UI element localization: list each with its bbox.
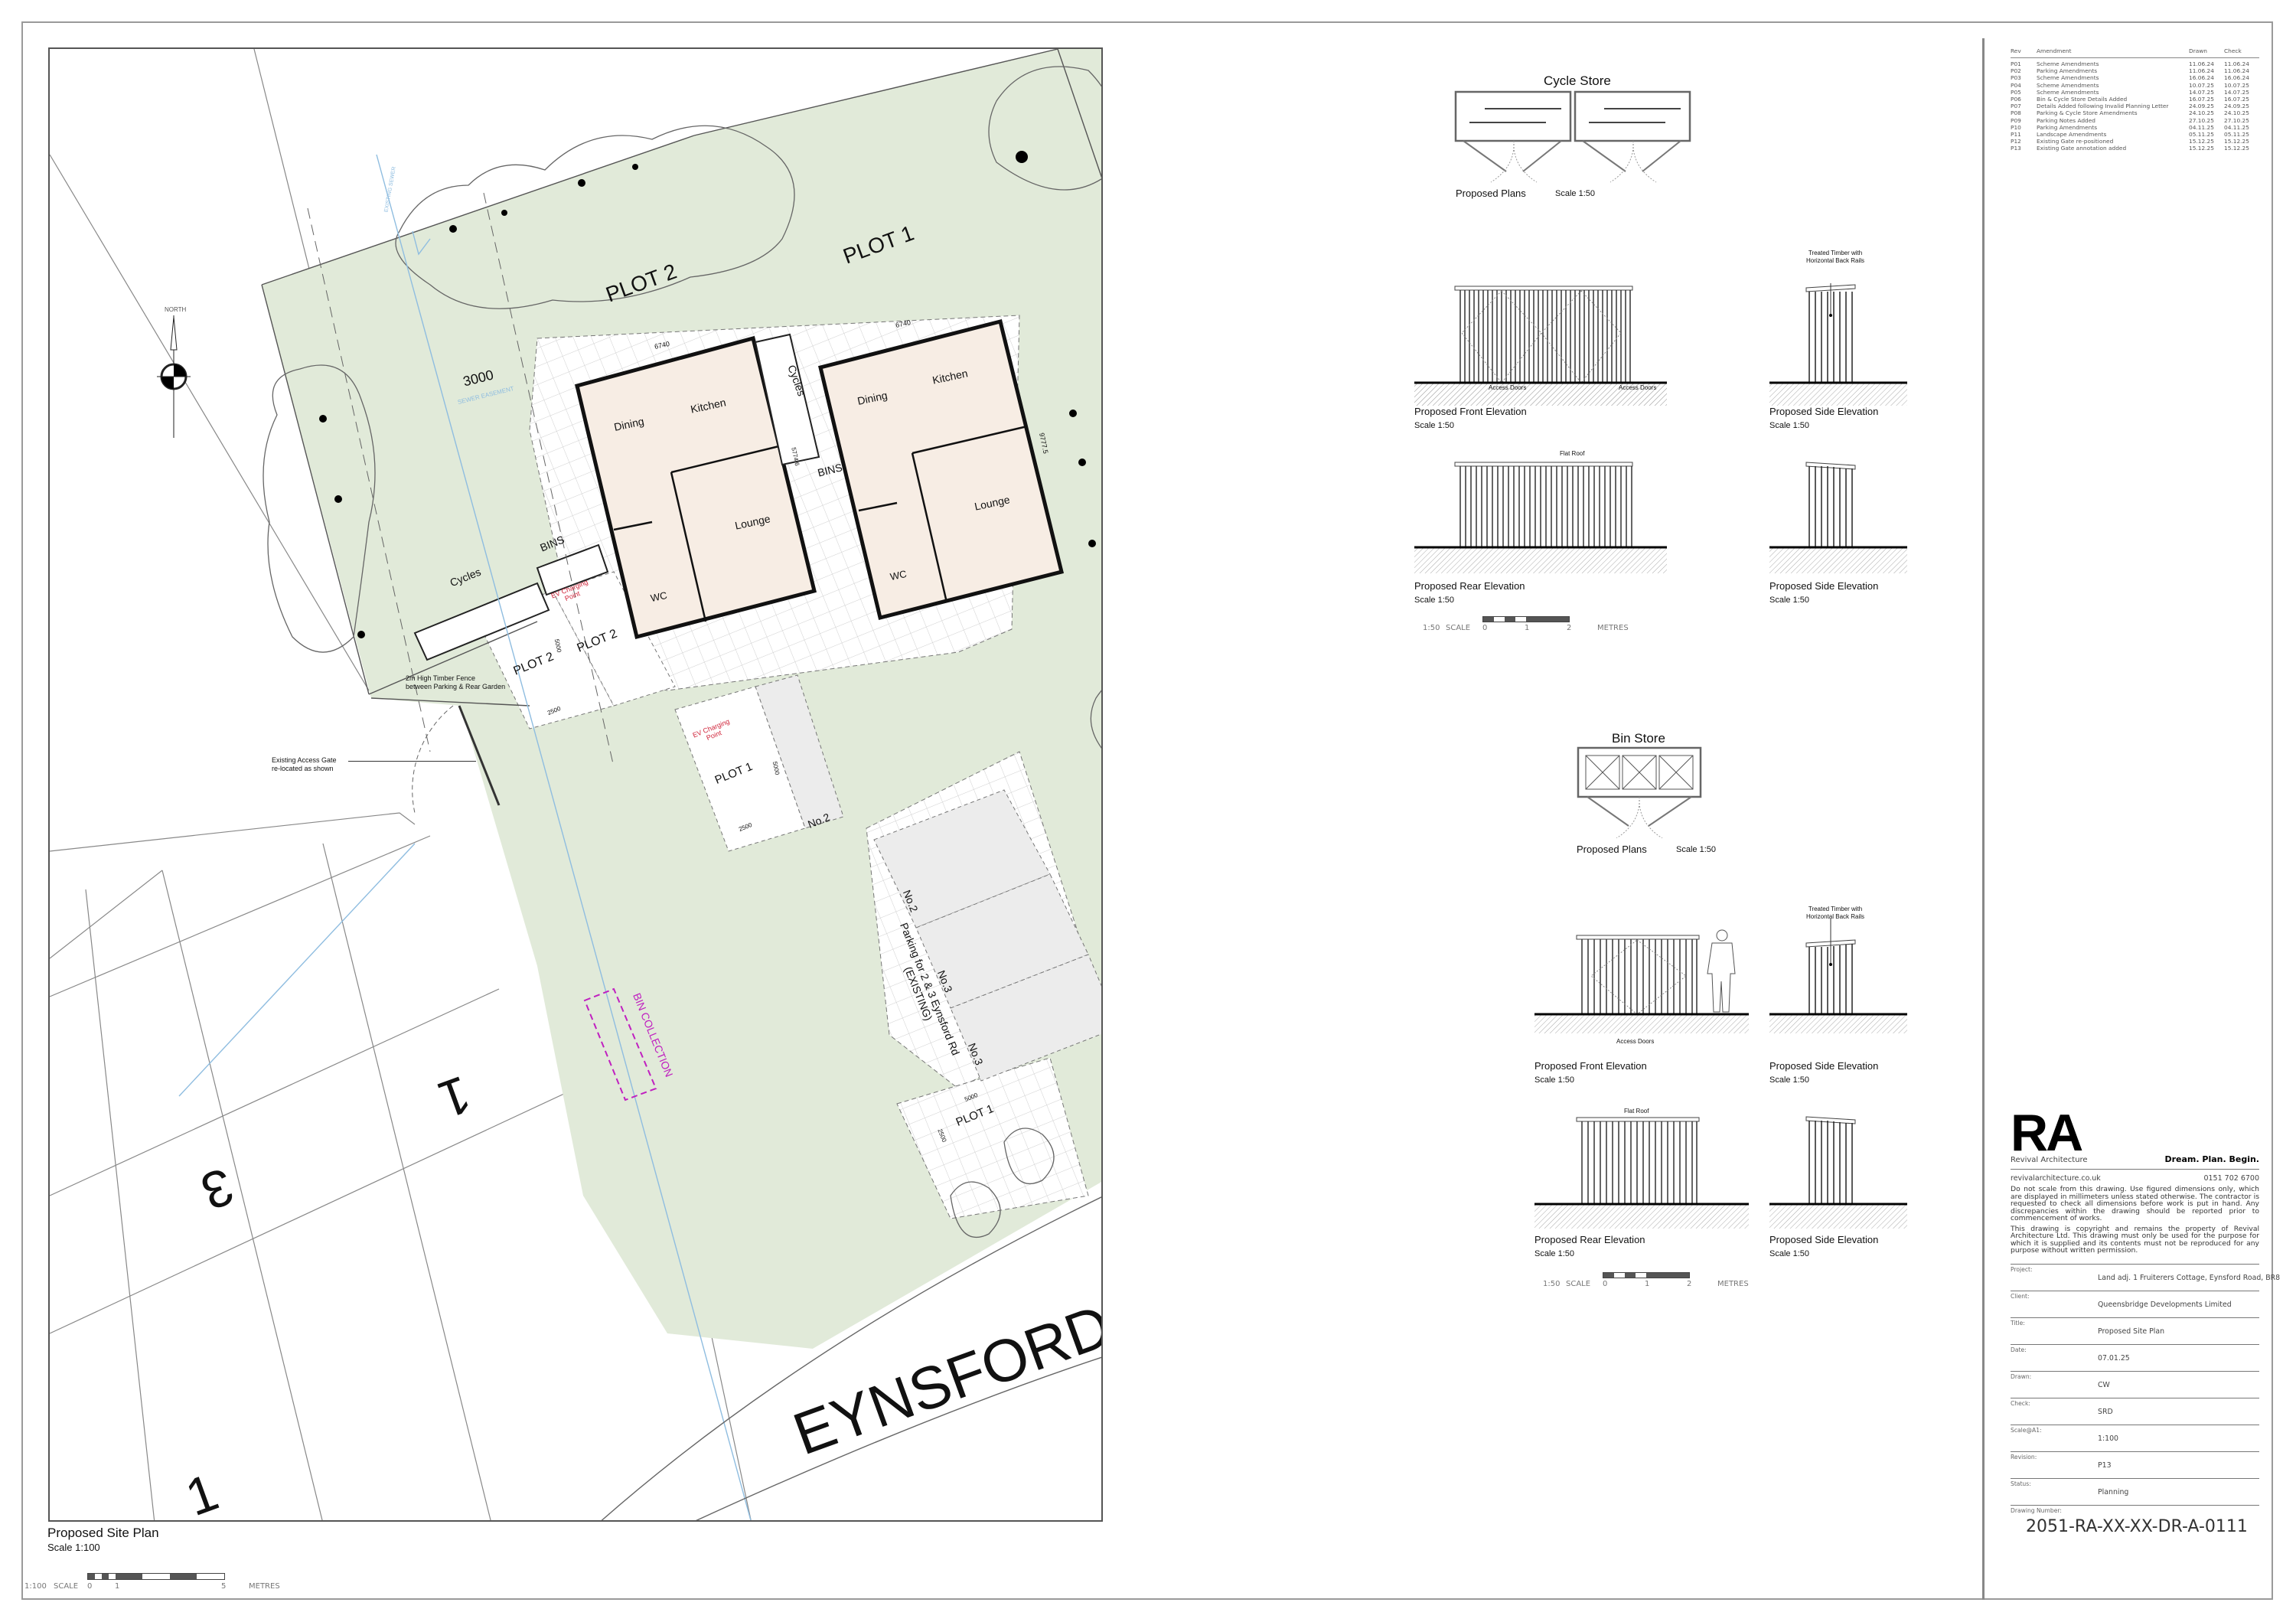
tree-trunks [319, 151, 1096, 638]
company-logo: RA [2011, 1104, 2083, 1162]
company-name: Revival Architecture [2011, 1156, 2088, 1164]
house-footprints [575, 318, 1065, 640]
title-block-divider [1982, 38, 1985, 1600]
cycle-store-plan-title: Proposed Plans [1456, 188, 1526, 199]
trees [263, 66, 1101, 1238]
cycle-store-front-elevation [1414, 286, 1667, 406]
bin-store-plan [1577, 746, 1702, 838]
existing-sewer [178, 154, 752, 1520]
field-check: Check:SRD [2011, 1397, 2259, 1425]
cycle-access-doors-2: Access Doors [1619, 384, 1657, 391]
site-plan-scale: Scale 1:100 [47, 1542, 100, 1553]
field-drawn: Drawn:CW [2011, 1370, 2259, 1398]
cycle-store-plan-scale: Scale 1:50 [1555, 189, 1595, 198]
fence-note: 2m High Timber Fence between Parking & R… [406, 674, 506, 690]
cycle-front-elevation-title: Proposed Front Elevation [1414, 406, 1527, 417]
disclaimer-copyright: This drawing is copyright and remains th… [2011, 1224, 2259, 1255]
field-scale: Scale@A1:1:100 [2011, 1424, 2259, 1451]
bin-side-elevation-scale: Scale 1:50 [1769, 1075, 1809, 1085]
bin-store-plan-title: Proposed Plans [1577, 844, 1647, 855]
check-header: Check [2224, 47, 2259, 58]
company-website: revivalarchitecture.co.uk [2011, 1174, 2101, 1183]
field-project: Project:Land adj. 1 Fruiterers Cottage, … [2011, 1263, 2280, 1291]
site-plan-title: Proposed Site Plan [47, 1526, 159, 1540]
drawing-number: 2051-RA-XX-XX-DR-A-0111 [2026, 1516, 2248, 1536]
cycle-store-scale-bar: 1:50 SCALE 0 1 2 METRES [1420, 616, 1649, 639]
bin-store-heading: Bin Store [1612, 731, 1665, 746]
bin-store-rear-elevation [1534, 1117, 1749, 1229]
bin-front-elevation-title: Proposed Front Elevation [1534, 1060, 1647, 1072]
amendment-header: Amendment [2037, 47, 2189, 58]
gate-leader [348, 761, 476, 762]
field-date: Date:07.01.25 [2011, 1343, 2259, 1371]
north-label: NORTH [165, 306, 187, 313]
cycle-timber-note: Treated Timber with Horizontal Back Rail… [1806, 250, 1865, 264]
north-arrow-icon [157, 315, 191, 438]
bin-flat-roof-label: Flat Roof [1624, 1108, 1649, 1115]
bin-side-elevation-2-scale: Scale 1:50 [1769, 1249, 1809, 1258]
bin-front-elevation-scale: Scale 1:50 [1534, 1075, 1574, 1085]
site-plan-viewport[interactable]: NORTH PLOT 2 PLOT 1 Dining Kitchen Loung… [48, 47, 1103, 1522]
field-client: Client:Queensbridge Developments Limited [2011, 1290, 2259, 1317]
company-phone: 0151 702 6700 [2203, 1174, 2259, 1183]
field-drawing-number: Drawing Number: 2051-RA-XX-XX-DR-A-0111 [2011, 1504, 2259, 1536]
cycle-store-side-elevation [1769, 283, 1907, 406]
cycle-rear-elevation-title: Proposed Rear Elevation [1414, 580, 1525, 592]
cycle-side-elevation-2-scale: Scale 1:50 [1769, 596, 1809, 605]
bin-access-doors: Access Doors [1616, 1038, 1655, 1045]
cycle-flat-roof-label: Flat Roof [1560, 450, 1585, 457]
bin-side-elevation-title: Proposed Side Elevation [1769, 1060, 1879, 1072]
site-plan-drawing [50, 49, 1101, 1520]
cycle-store-rear-elevation [1414, 462, 1667, 573]
cycle-front-elevation-scale: Scale 1:50 [1414, 421, 1454, 430]
cycle-access-doors-1: Access Doors [1489, 384, 1527, 391]
bin-timber-note: Treated Timber with Horizontal Back Rail… [1806, 906, 1865, 920]
disclaimer-scale: Do not scale from this drawing. Use figu… [2011, 1185, 2259, 1222]
bin-rear-elevation-title: Proposed Rear Elevation [1534, 1234, 1645, 1245]
person-scale-figure [1707, 929, 1736, 1013]
drawn-header: Drawn [2189, 47, 2224, 58]
existing-parking-bays [755, 674, 1101, 1082]
cycle-rear-elevation-scale: Scale 1:50 [1414, 596, 1454, 605]
gate-note: Existing Access Gate re-located as shown [272, 756, 337, 772]
cycle-store-plan [1454, 90, 1691, 183]
cycle-side-elevation-2-title: Proposed Side Elevation [1769, 580, 1879, 592]
cycle-store-side-elevation-2 [1769, 462, 1907, 573]
bin-collection-zone [583, 987, 657, 1101]
site-plan-scale-bar: 1:100 SCALE 0 1 5 METRES [24, 1573, 280, 1596]
rev-header: Rev [2011, 47, 2037, 58]
cycle-side-elevation-scale: Scale 1:50 [1769, 421, 1809, 430]
cycle-store-heading: Cycle Store [1544, 73, 1611, 88]
field-revision: Revision:P13 [2011, 1451, 2259, 1478]
bin-store-side-elevation-2 [1769, 1116, 1907, 1229]
title-block: RA Revival Architecture Dream. Plan. Beg… [2011, 1104, 2280, 1536]
company-tagline: Dream. Plan. Begin. [2164, 1154, 2259, 1164]
bin-store-scale-bar: 1:50 SCALE 0 1 2 METRES [1540, 1272, 1769, 1295]
bin-side-elevation-2-title: Proposed Side Elevation [1769, 1234, 1879, 1245]
cycle-side-elevation-title: Proposed Side Elevation [1769, 406, 1879, 417]
bin-store-plan-scale: Scale 1:50 [1676, 845, 1716, 854]
field-title: Title:Proposed Site Plan [2011, 1317, 2259, 1344]
bin-store-front-elevation [1534, 929, 1749, 1033]
bin-store-side-elevation [1769, 919, 1907, 1033]
field-status: Status:Planning [2011, 1477, 2259, 1505]
bin-rear-elevation-scale: Scale 1:50 [1534, 1249, 1574, 1258]
sheet-border [21, 21, 2273, 1600]
